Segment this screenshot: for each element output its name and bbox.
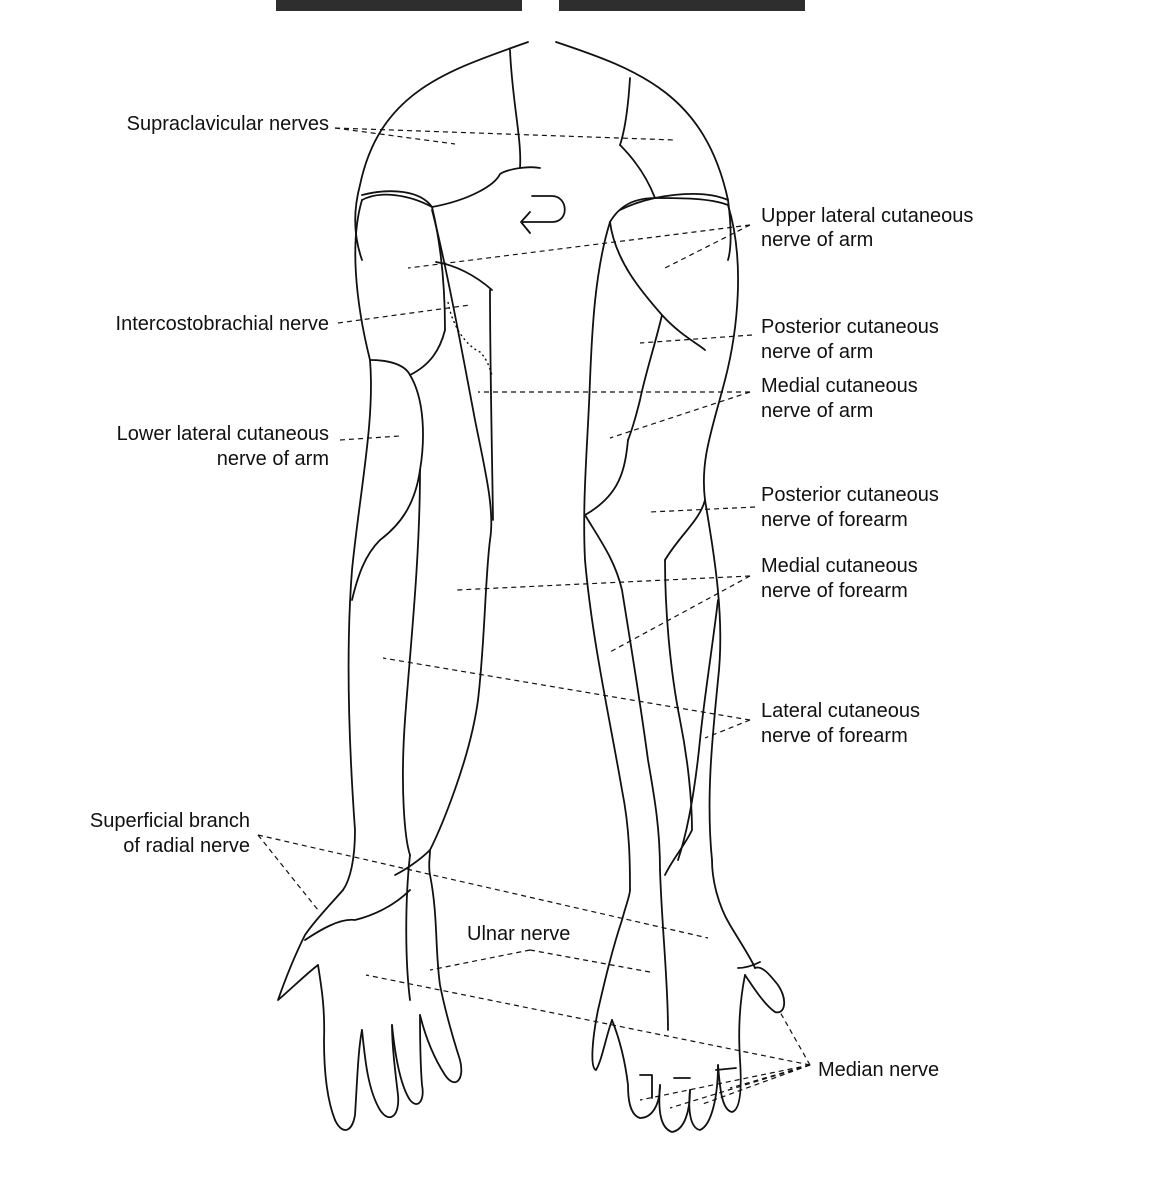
label-upper-lateral-line1: Upper lateral cutaneous xyxy=(761,205,973,227)
label-upper-lateral-line2: nerve of arm xyxy=(761,229,873,251)
label-supraclavicular: Supraclavicular nerves xyxy=(127,113,329,135)
label-lateral-forearm-line2: nerve of forearm xyxy=(761,725,908,747)
labels: Supraclavicular nerves Intercostobrachia… xyxy=(90,113,973,1081)
label-medial-forearm-line2: nerve of forearm xyxy=(761,580,908,602)
label-median: Median nerve xyxy=(818,1059,939,1081)
label-posterior-forearm-line1: Posterior cutaneous xyxy=(761,484,939,506)
header-tab-left xyxy=(276,0,522,11)
label-lower-lateral-line1: Lower lateral cutaneous xyxy=(117,423,329,445)
label-superficial-radial-line1: Superficial branch xyxy=(90,810,250,832)
leader-lines xyxy=(257,127,811,1109)
label-posterior-forearm-line2: nerve of forearm xyxy=(761,509,908,531)
label-superficial-radial-line2: of radial nerve xyxy=(123,835,250,857)
label-intercostobrachial: Intercostobrachial nerve xyxy=(116,313,329,335)
intercostobrachial-boundary xyxy=(447,301,493,376)
label-lower-lateral-line2: nerve of arm xyxy=(217,448,329,470)
header-tab-right xyxy=(559,0,805,11)
label-ulnar: Ulnar nerve xyxy=(467,923,570,945)
label-medial-forearm-line1: Medial cutaneous xyxy=(761,555,918,577)
label-posterior-arm-line2: nerve of arm xyxy=(761,341,873,363)
label-lateral-forearm-line1: Lateral cutaneous xyxy=(761,700,920,722)
label-medial-arm-line1: Medial cutaneous xyxy=(761,375,918,397)
label-medial-arm-line2: nerve of arm xyxy=(761,400,873,422)
rotate-arrow-icon xyxy=(520,195,566,234)
label-posterior-arm-line1: Posterior cutaneous xyxy=(761,316,939,338)
body-outline xyxy=(277,41,785,1133)
